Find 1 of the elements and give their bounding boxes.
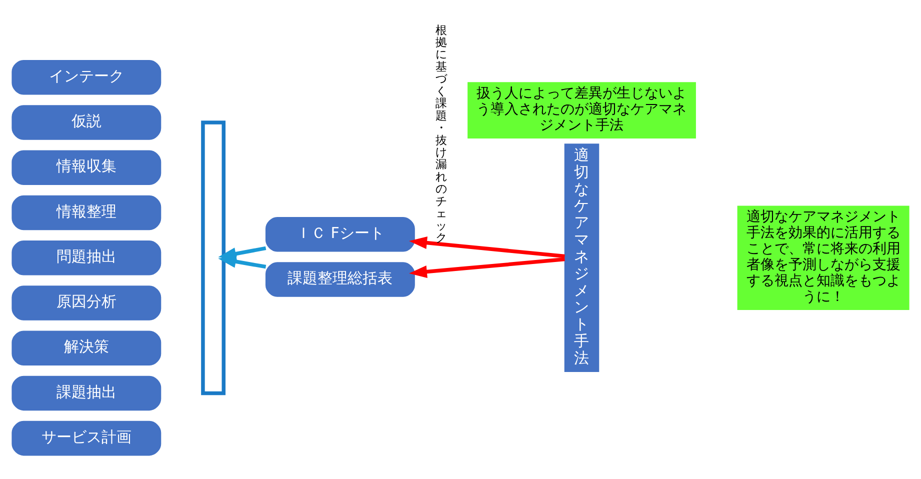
edge-label: 根拠に基づく課題・抜け漏れのチェック xyxy=(436,23,447,244)
